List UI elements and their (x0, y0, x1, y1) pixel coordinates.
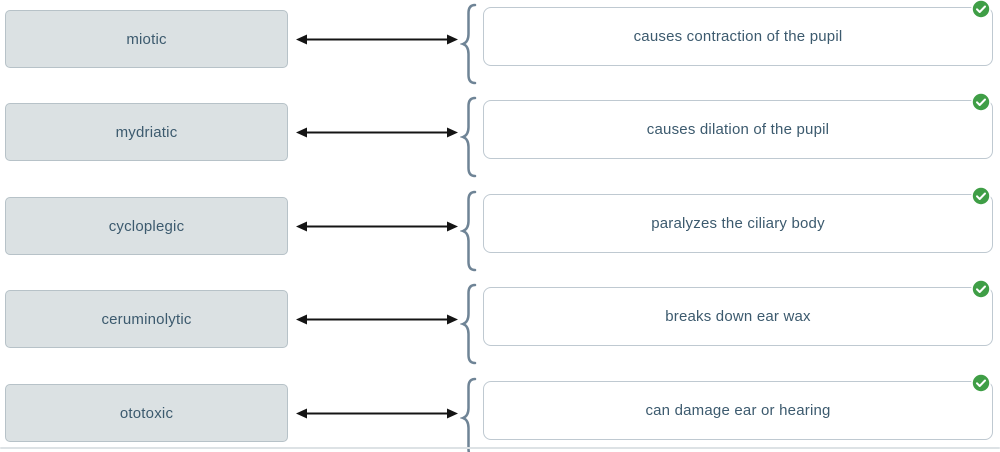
definition-card[interactable]: can damage ear or hearing (483, 373, 993, 440)
correct-check-icon (971, 186, 991, 206)
match-row: mydriatic causes dilation of the pupil (0, 92, 1000, 178)
term-card-mydriatic[interactable]: mydriatic (5, 103, 288, 161)
correct-check-icon (971, 92, 991, 112)
double-arrow-icon (296, 221, 458, 232)
double-arrow-icon (296, 408, 458, 419)
term-card-cycloplegic[interactable]: cycloplegic (5, 197, 288, 255)
double-arrow-icon (296, 34, 458, 45)
term-label: ototoxic (119, 404, 174, 422)
definition-card[interactable]: paralyzes the ciliary body (483, 186, 993, 253)
term-label: miotic (126, 30, 167, 48)
match-row: ceruminolytic breaks down ear wax (0, 279, 1000, 365)
definition-label: breaks down ear wax (665, 308, 811, 325)
bottom-divider (0, 447, 1000, 449)
correct-check-icon (971, 373, 991, 393)
left-brace-icon (460, 96, 477, 178)
definition-label: can damage ear or hearing (645, 402, 831, 419)
term-label: ceruminolytic (101, 310, 192, 328)
match-row: miotic causes contraction of the pupil (0, 0, 1000, 85)
definition-label: paralyzes the ciliary body (651, 215, 825, 232)
double-arrow-icon (296, 314, 458, 325)
definition-label: causes dilation of the pupil (646, 121, 830, 138)
term-label: mydriatic (115, 123, 178, 141)
correct-check-icon (971, 0, 991, 19)
term-card-ototoxic[interactable]: ototoxic (5, 384, 288, 442)
match-row: ototoxic can damage ear or hearing (0, 373, 1000, 452)
term-card-ceruminolytic[interactable]: ceruminolytic (5, 290, 288, 348)
match-row: cycloplegic paralyzes the ciliary body (0, 186, 1000, 272)
term-label: cycloplegic (108, 217, 185, 235)
term-card-miotic[interactable]: miotic (5, 10, 288, 68)
left-brace-icon (460, 3, 477, 85)
definition-label: causes contraction of the pupil (633, 28, 843, 45)
definition-card[interactable]: breaks down ear wax (483, 279, 993, 346)
left-brace-icon (460, 190, 477, 272)
definition-card[interactable]: causes contraction of the pupil (483, 0, 993, 66)
definition-card[interactable]: causes dilation of the pupil (483, 92, 993, 159)
left-brace-icon (460, 283, 477, 365)
correct-check-icon (971, 279, 991, 299)
double-arrow-icon (296, 127, 458, 138)
left-brace-icon (460, 377, 477, 452)
